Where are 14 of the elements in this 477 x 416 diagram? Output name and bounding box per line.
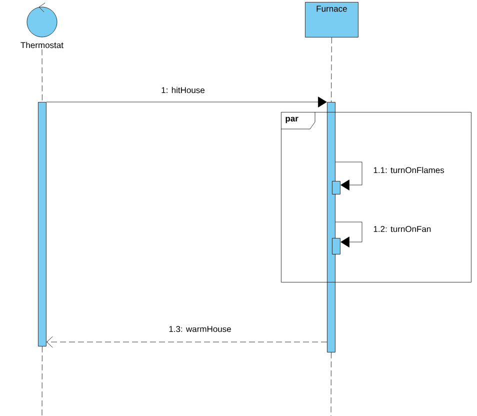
object-label: Thermostat xyxy=(20,42,64,48)
message-label: 1.3: warmHouse xyxy=(168,325,232,334)
lifeline xyxy=(331,37,332,102)
activation-bar xyxy=(332,181,340,194)
object-box: Furnace xyxy=(305,2,358,38)
self-message-arrow xyxy=(335,162,362,190)
return-message-arrow xyxy=(46,336,328,348)
message-label: 1: hitHouse xyxy=(160,86,206,94)
message-label: 1.2: turnOnFan xyxy=(372,225,432,234)
activation-bar xyxy=(332,238,340,254)
self-message-arrow xyxy=(335,222,362,248)
message-label: 1.1: turnOnFlames xyxy=(372,166,446,174)
activation-bar xyxy=(38,102,46,346)
message-arrow xyxy=(46,96,327,108)
